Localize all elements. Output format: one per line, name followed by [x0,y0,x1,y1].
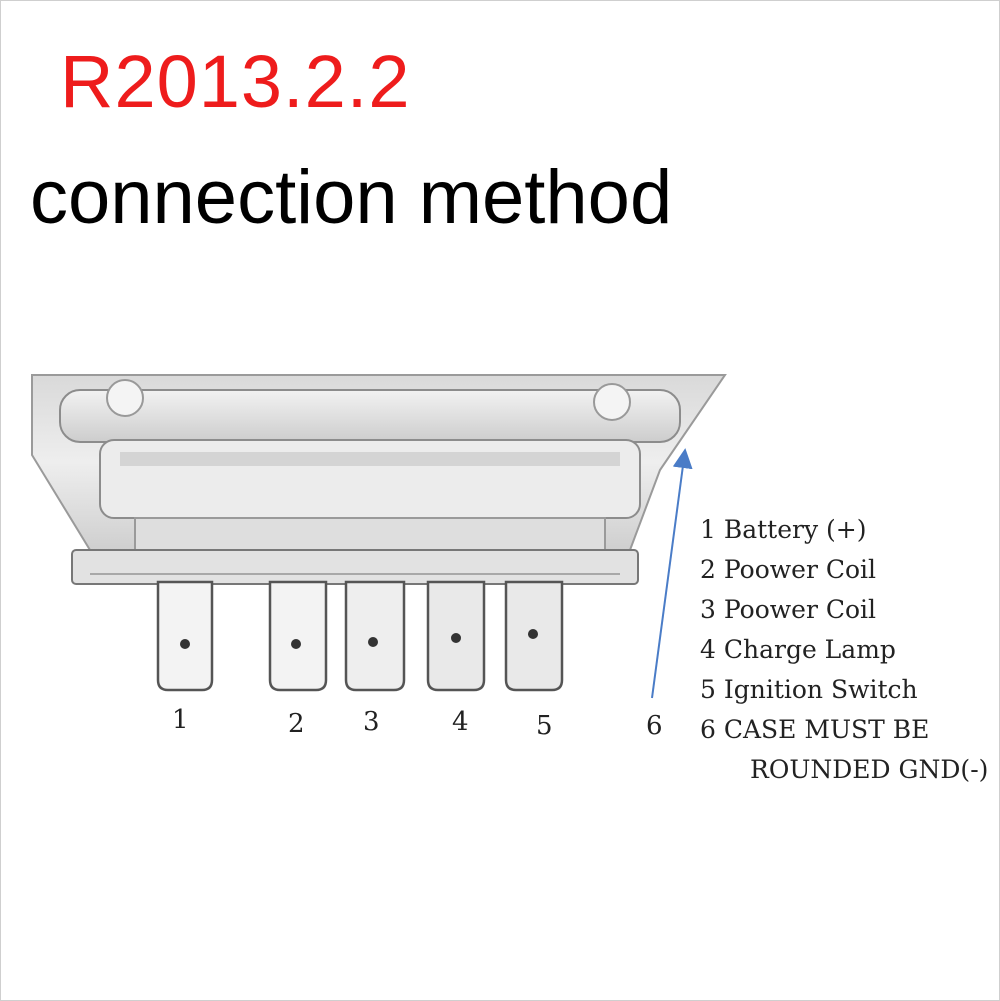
terminal-pin-3 [344,580,406,692]
pin-label-1: 1 [172,705,189,735]
regulator-diagram: 1 2 3 4 5 6 [0,360,1000,790]
legend-item-6: 6 CASE MUST BE [700,715,930,744]
pin-label-2: 2 [288,709,305,739]
connection-method-heading: connection method [30,155,673,240]
legend-item-5: 5 Ignition Switch [700,675,918,704]
terminal-pin-1 [156,580,214,692]
pin-label-5: 5 [536,711,553,741]
legend-item-1: 1 Battery (+) [700,515,867,544]
legend-item-3: 3 Poower Coil [700,595,877,624]
legend-item-6-continuation: ROUNDED GND(-) [750,755,989,784]
terminal-pin-2 [268,580,328,692]
legend-item-2: 2 Poower Coil [700,555,877,584]
regulator-housing [31,374,727,585]
legend-item-4: 4 Charge Lamp [700,635,896,664]
model-number: R2013.2.2 [60,40,411,123]
pin-label-6: 6 [646,711,663,741]
pin-label-4: 4 [452,707,469,737]
terminal-pin-4 [426,580,486,692]
terminal-pin-5 [504,580,564,692]
ground-arrow [651,448,693,699]
pin-label-3: 3 [363,707,380,737]
pin-legend: 1 Battery (+) 2 Poower Coil 3 Poower Coi… [700,510,988,790]
